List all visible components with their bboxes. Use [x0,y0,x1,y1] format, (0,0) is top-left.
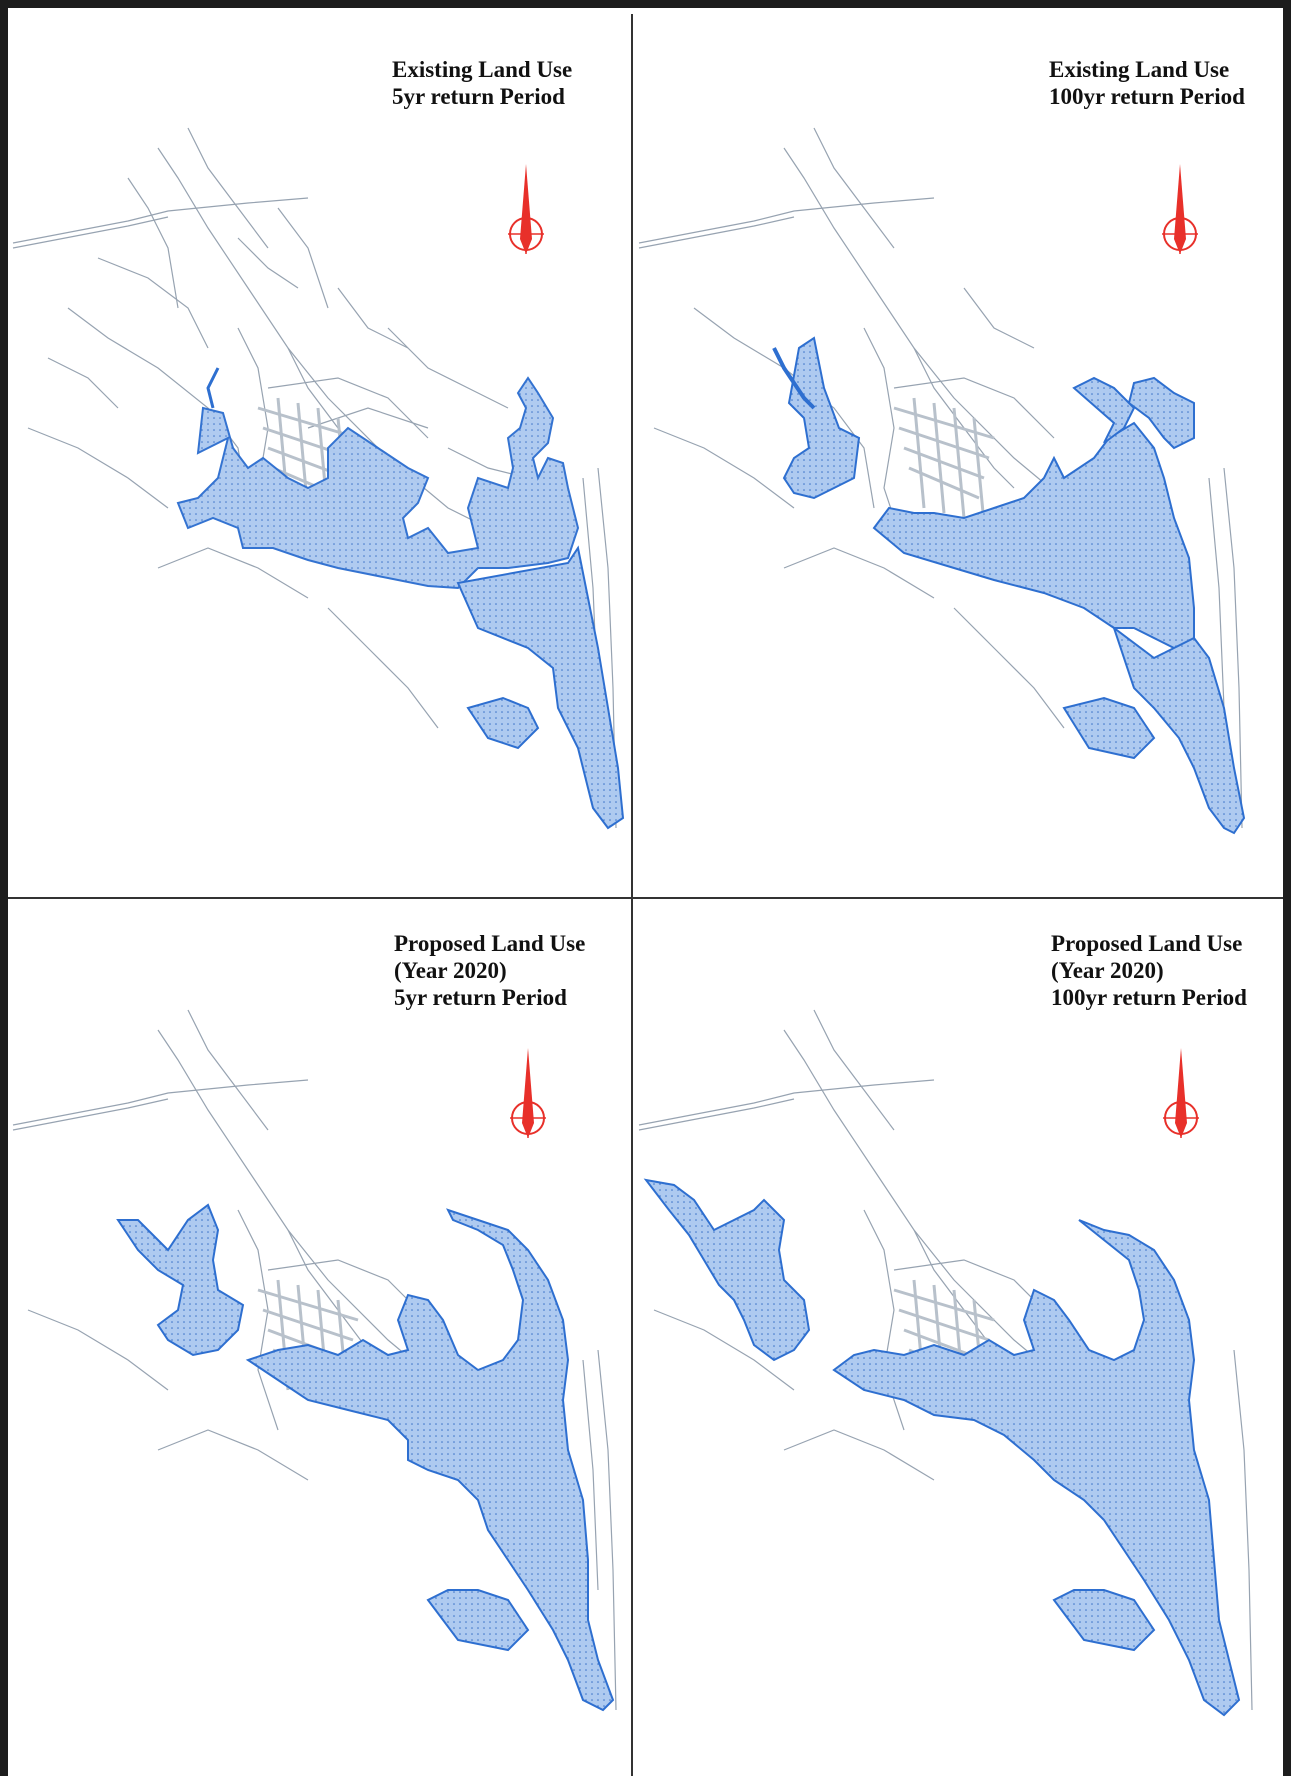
map-panel-proposed-5yr: Proposed Land Use (Year 2020) 5yr return… [8,900,630,1776]
panel-title: Existing Land Use 5yr return Period [392,56,572,110]
north-arrow-icon [508,164,544,254]
urban-grid [257,1279,359,1406]
north-arrow-icon [1163,1048,1199,1138]
urban-grid [893,397,995,524]
flood-extent [643,1178,1241,1717]
flood-map [638,127,1246,835]
panel-title: Existing Land Use 100yr return Period [1049,56,1245,110]
urban-grid [893,1279,995,1406]
vertical-divider [631,14,633,1776]
title-line: 5yr return Period [392,84,565,109]
flood-map [12,127,625,830]
flood-extent [116,1203,615,1712]
title-line: Existing Land Use [392,57,573,82]
title-line: Proposed Land Use [394,931,586,956]
panel-title: Proposed Land Use (Year 2020) 100yr retu… [1051,930,1247,1011]
map-panel-existing-100yr: Existing Land Use 100yr return Period [634,8,1283,896]
panel-title: Proposed Land Use (Year 2020) 5yr return… [394,930,585,1011]
north-arrow-icon [1162,164,1198,254]
horizontal-divider [8,897,1283,899]
flood-map [638,1009,1253,1717]
title-line: Existing Land Use [1049,57,1230,82]
title-line: Proposed Land Use [1051,931,1243,956]
title-line: 5yr return Period [394,985,567,1010]
map-panel-existing-5yr: Existing Land Use 5yr return Period [8,8,630,896]
urban-grid [257,397,359,524]
title-line: (Year 2020) [1051,958,1164,983]
title-line: 100yr return Period [1049,84,1245,109]
north-arrow-icon [510,1048,546,1138]
title-line: 100yr return Period [1051,985,1247,1010]
title-line: (Year 2020) [394,958,507,983]
road-network [638,127,1243,829]
map-panel-proposed-100yr: Proposed Land Use (Year 2020) 100yr retu… [634,900,1283,1776]
flood-map [12,1009,617,1712]
flood-extent [772,336,1246,835]
map-grid: Existing Land Use 5yr return Period [8,8,1283,1776]
flood-extent [176,367,625,830]
